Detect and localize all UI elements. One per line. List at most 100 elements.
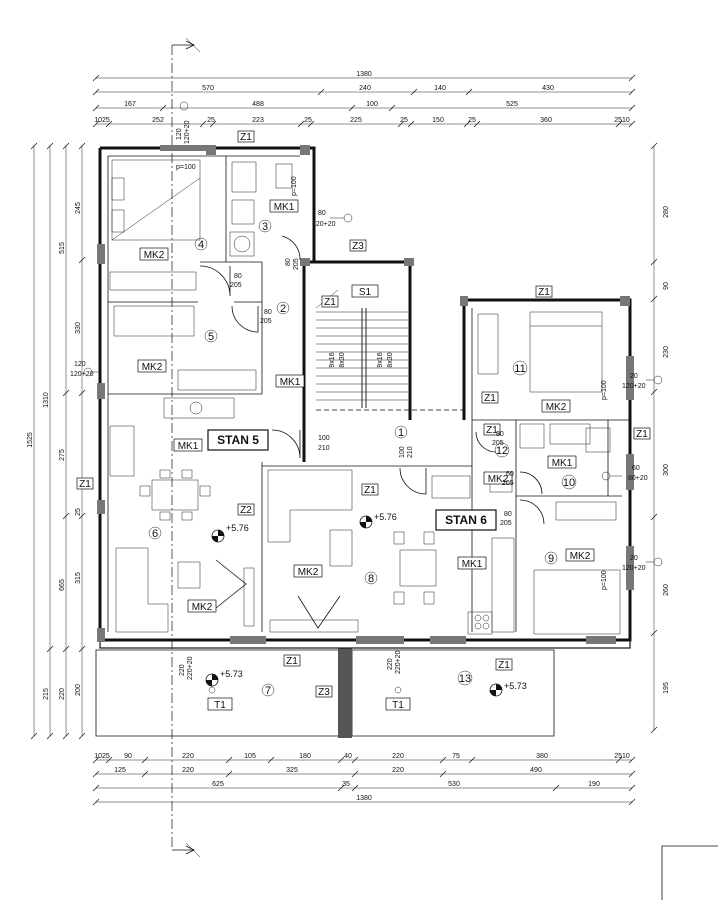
svg-text:1: 1: [398, 427, 404, 439]
room-3-marker: 3: [258, 219, 272, 233]
dim-top-2a: 570: [202, 85, 214, 92]
label-mk1-kitchen5: MK1: [173, 438, 203, 452]
room-12-marker: 12: [494, 442, 510, 458]
windows: [97, 145, 634, 644]
label-z1-left: Z1: [76, 477, 94, 490]
label-mk2-living6: MK2: [293, 564, 323, 578]
door-205-room12: 205: [492, 440, 504, 447]
label-mk1-bath12: MK1: [547, 455, 577, 469]
svg-text:Z1: Z1: [240, 132, 252, 143]
svg-text:MK1: MK1: [462, 559, 483, 570]
dim-top-2d: 430: [542, 85, 554, 92]
svg-text:STAN 5: STAN 5: [217, 433, 259, 447]
dim-bot-2e: 490: [530, 767, 542, 774]
level-marker-balcony-7: +5.73: [205, 669, 243, 687]
bottom-dimensions: 1025 90 220 105 180 40 220 75 380 2510 1…: [92, 753, 636, 806]
dim-bot-1j: 2510: [614, 753, 630, 760]
label-z1-balcony-right: Z1: [495, 658, 513, 671]
dim-top-3b: 488: [252, 101, 264, 108]
dim-top-4a: 1025: [94, 117, 110, 124]
dim-right-f: 195: [663, 682, 670, 694]
svg-text:Z1: Z1: [79, 479, 91, 490]
window-120-20-left: 120+20: [70, 371, 94, 378]
label-mk2-living5: MK2: [187, 599, 217, 613]
svg-text:Z1: Z1: [324, 297, 336, 308]
svg-text:Z1: Z1: [364, 485, 376, 496]
section-line: [171, 37, 201, 858]
room-1-marker: 1: [394, 425, 408, 439]
door-220-20-balcony7: 220+20: [187, 656, 194, 680]
door-210-stan6: 210: [407, 446, 414, 458]
left-dimensions: 1525 1310 215 515 275 665 220 245 330 25…: [27, 142, 86, 740]
label-z2: Z2: [237, 503, 255, 516]
svg-text:+5.76: +5.76: [374, 512, 397, 522]
dim-left-i1b: 275: [59, 449, 66, 461]
svg-text:Z3: Z3: [352, 241, 364, 252]
door-80-room9: 80: [504, 511, 512, 518]
door-100-stan6: 100: [399, 446, 406, 458]
svg-text:12: 12: [496, 445, 508, 457]
level-marker-stan5: +5.76: [211, 523, 249, 543]
dim-bot-1e: 180: [299, 753, 311, 760]
dim-bot-1d: 105: [244, 753, 256, 760]
label-t1-right: T1: [385, 697, 411, 711]
label-z1-room11: Z1: [481, 391, 499, 404]
dim-bot-4: 1380: [356, 795, 372, 802]
label-z1-corridor: Z1: [483, 423, 501, 436]
svg-text:S1: S1: [359, 287, 372, 298]
svg-text:MK1: MK1: [552, 458, 573, 469]
dim-bot-3a: 625: [212, 781, 224, 788]
svg-text:6: 6: [152, 528, 158, 540]
element-labels: Z1 Z3 S1 Z1 Z1 Z1 Z1 Z1 Z1 Z1 Z2 Z1 Z1 Z…: [76, 130, 651, 711]
label-mk2-room9: MK2: [565, 548, 595, 562]
svg-text:Z3: Z3: [318, 687, 330, 698]
door-220-balcony7: 220: [179, 664, 186, 676]
label-mk1-kitchen6: MK1: [457, 556, 487, 570]
dim-bot-1f: 40: [344, 753, 352, 760]
room-9-marker: 9: [544, 551, 558, 565]
svg-text:Z2: Z2: [240, 505, 252, 516]
stairs-size-left: 8x30: [339, 352, 346, 367]
dim-top-1: 1380: [356, 71, 372, 78]
svg-text:9: 9: [548, 553, 554, 565]
dim-left-i2e: 200: [75, 684, 82, 696]
room-2-marker: 2: [276, 301, 290, 315]
door-205-room4: 205: [230, 282, 242, 289]
dim-left-i2d: 315: [75, 572, 82, 584]
svg-text:STAN 6: STAN 6: [445, 513, 487, 527]
svg-text:T1: T1: [392, 700, 404, 711]
svg-text:MK1: MK1: [274, 202, 295, 213]
room-13-marker: 13: [457, 670, 473, 686]
sheet-frame-corner: [661, 845, 718, 900]
label-mk1-room3: MK1: [269, 199, 299, 213]
stan-5-label: STAN 5: [207, 429, 269, 451]
window-60-right: 60: [632, 465, 640, 472]
svg-text:Z1: Z1: [636, 429, 648, 440]
svg-text:2: 2: [280, 303, 286, 315]
dim-top-4f: 225: [350, 117, 362, 124]
dim-top-4h: 150: [432, 117, 444, 124]
dim-left-i2b: 330: [75, 322, 82, 334]
svg-text:11: 11: [514, 363, 525, 375]
door-80-room12: 80: [496, 431, 504, 438]
apartment-labels: STAN 5 STAN 6: [207, 429, 497, 531]
label-z1-balcony-left: Z1: [283, 654, 301, 667]
dim-right-d: 300: [663, 464, 670, 476]
dim-top-4k: 2510: [614, 117, 630, 124]
label-z1-right-mid: Z1: [633, 427, 651, 440]
dim-top-4e: 25: [304, 117, 312, 124]
room-5-marker: 5: [204, 329, 218, 343]
window-120-20-room9: 120+20: [622, 565, 646, 572]
svg-text:+5.73: +5.73: [220, 669, 243, 679]
dim-left-mid-a: 1310: [43, 392, 50, 408]
window-p100-room3: p=100: [291, 176, 298, 196]
svg-text:MK2: MK2: [142, 362, 163, 373]
dim-bot-2d: 220: [392, 767, 404, 774]
dim-top-4d: 223: [252, 117, 264, 124]
svg-text:T1: T1: [214, 700, 226, 711]
dim-right-c: 230: [663, 346, 670, 358]
dim-left-i2a: 245: [75, 202, 82, 214]
dim-left-i1c: 665: [59, 579, 66, 591]
dim-bot-1a: 1025: [94, 753, 110, 760]
